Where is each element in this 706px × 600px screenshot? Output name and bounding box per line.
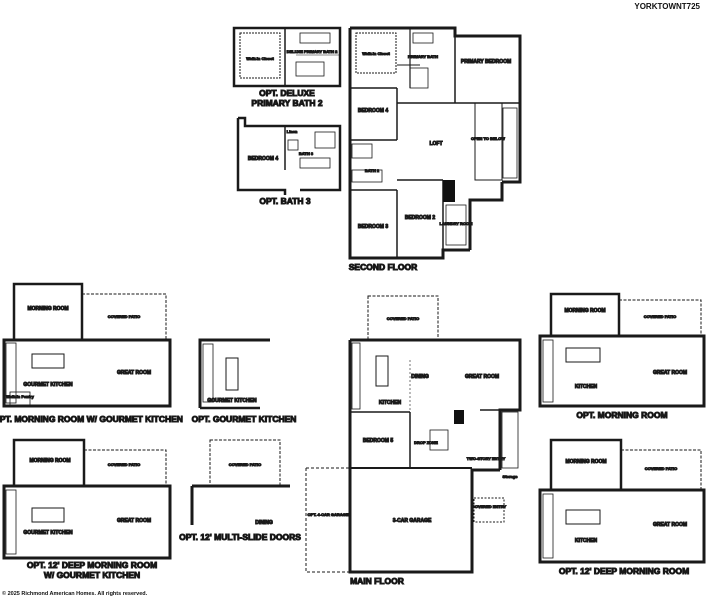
caption-deluxe-bath-2: PRIMARY BATH 2 (251, 98, 322, 108)
mg-great-room-label: GREAT ROOM (117, 370, 151, 376)
drop-zone-label: DROP ZONE (414, 440, 438, 445)
gourmet-kitchen-plan: GOURMET KITCHEN (198, 338, 270, 410)
opt-four-car-label: OPT. 4-CAR GARAGE (308, 512, 349, 517)
deep-gourmet-plan: MORNING ROOM COVERED PATIO GREAT ROOM GO… (2, 438, 172, 560)
morning-room-plan: MORNING ROOM COVERED PATIO GREAT ROOM KI… (538, 292, 706, 408)
caption-second-floor: SECOND FLOOR (349, 262, 417, 272)
laundry-label: LAUNDRY ROOM (440, 221, 474, 226)
bedroom5-label: BEDROOM 5 (363, 438, 394, 444)
plan-code: YORKTOWNT725 (634, 2, 700, 11)
caption-multi-slide: OPT. 12' MULTI-SLIDE DOORS (179, 532, 301, 542)
dining-label: DINING (411, 374, 429, 380)
caption-morning-room: OPT. MORNING ROOM (576, 410, 667, 420)
dm-morning-room-label: MORNING ROOM (565, 459, 606, 465)
copyright-notice: © 2025 Richmond American Homes. All righ… (2, 591, 148, 597)
mf-kitchen-label: KITCHEN (379, 400, 402, 406)
primary-bath-label: PRIMARY BATH (408, 54, 438, 59)
bedroom4-label: BEDROOM 4 (358, 108, 389, 114)
caption-deep-morning: OPT. 12' DEEP MORNING ROOM (559, 566, 689, 576)
bath2-label: BATH 2 (365, 168, 380, 173)
mg-kitchen-label: GOURMET KITCHEN (23, 382, 73, 388)
bedroom3-label: BEDROOM 3 (358, 224, 389, 230)
covered-entry-label: COVERED ENTRY (472, 504, 507, 509)
dg-morning-room-label: MORNING ROOM (29, 458, 70, 464)
caption-bath3: OPT. BATH 3 (259, 196, 311, 206)
opt-bath3-plan: BEDROOM 4 BATH 3 Linen (236, 116, 342, 195)
dg-great-room-label: GREAT ROOM (117, 518, 151, 524)
dg-kitchen-label: GOURMET KITCHEN (23, 530, 73, 536)
mg-patio-label: COVERED PATIO (108, 314, 141, 319)
storage-label: Storage (503, 474, 519, 479)
two-story-entry-label: TWO-STORY ENTRY (467, 456, 506, 461)
primary-bedroom-label: PRIMARY BEDROOM (461, 59, 511, 65)
mg-pantry-label: Walk-in Pantry (6, 394, 34, 399)
dg-patio-label: COVERED PATIO (108, 462, 141, 467)
bedroom2-label: BEDROOM 2 (405, 215, 436, 221)
walkin-closet-label: Walk-in Closet (246, 56, 274, 61)
main-floor-plan: COVERED PATIO DINING GREAT ROOM KITCHEN … (305, 295, 522, 574)
caption-gourmet-kitchen: OPT. GOURMET KITCHEN (192, 414, 297, 424)
loft-label: LOFT (429, 141, 442, 147)
mr-kitchen-label: KITCHEN (575, 384, 598, 390)
caption-deep-gourmet-1: OPT. 12' DEEP MORNING ROOM (27, 560, 157, 570)
linen-alt-label: Linen (287, 129, 298, 134)
caption-deluxe-bath-1: OPT. DELUXE (259, 88, 315, 98)
sf-walkin-closet-label: Walk-in Closet (362, 51, 390, 56)
caption-deep-gourmet-2: W/ GOURMET KITCHEN (44, 570, 140, 580)
dm-patio-label: COVERED PATIO (645, 466, 678, 471)
deluxe-bath-label: DELUXE PRIMARY BATH 2 (287, 49, 339, 54)
dm-great-room-label: GREAT ROOM (653, 522, 687, 528)
deep-morning-plan: MORNING ROOM COVERED PATIO GREAT ROOM KI… (538, 438, 706, 564)
multi-slide-plan: COVERED PATIO DINING (190, 439, 290, 527)
ms-patio-label: COVERED PATIO (229, 462, 262, 467)
mr-great-room-label: GREAT ROOM (653, 370, 687, 376)
bedroom4-alt-label: BEDROOM 4 (248, 156, 279, 162)
mr-morning-room-label: MORNING ROOM (564, 308, 605, 314)
bath3-alt-label: BATH 3 (299, 151, 314, 156)
dm-kitchen-label: KITCHEN (575, 538, 598, 544)
three-car-garage-label: 3-CAR GARAGE (393, 518, 432, 524)
ms-dining-label: DINING (255, 520, 273, 526)
mr-patio-label: COVERED PATIO (644, 314, 677, 319)
mg-morning-room-label: MORNING ROOM (27, 306, 68, 312)
opt-deluxe-bath-plan: Walk-in Closet DELUXE PRIMARY BATH 2 (232, 26, 342, 88)
mf-great-room-label: GREAT ROOM (465, 374, 499, 380)
mf-patio-label: COVERED PATIO (387, 316, 420, 321)
gk-kitchen-label: GOURMET KITCHEN (207, 398, 257, 404)
second-floor-plan: Walk-in Closet PRIMARY BATH PRIMARY BEDR… (348, 26, 522, 260)
caption-main-floor: MAIN FLOOR (350, 576, 404, 586)
morning-gourmet-plan: MORNING ROOM COVERED PATIO GREAT ROOM GO… (2, 282, 172, 408)
caption-morning-gourmet: OPT. MORNING ROOM W/ GOURMET KITCHEN (0, 414, 183, 424)
open-below-label: OPEN TO BELOW (471, 136, 505, 141)
